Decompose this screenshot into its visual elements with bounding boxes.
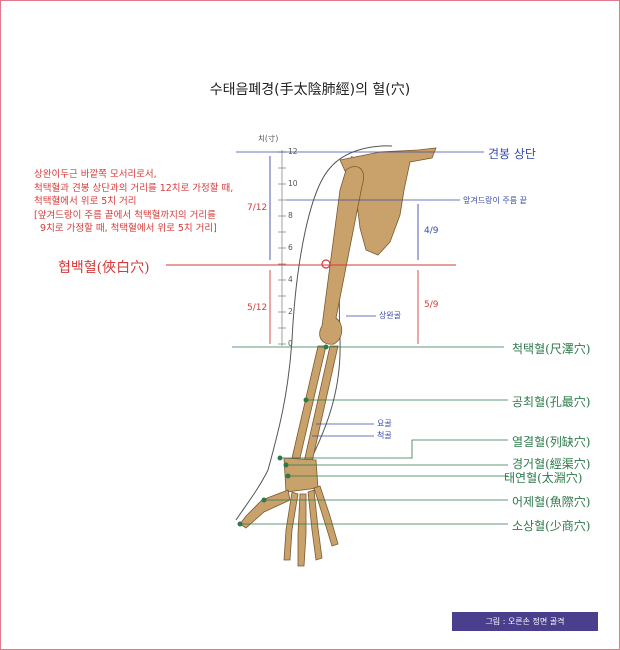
point-leaders [240,399,508,525]
humerus-bone [319,166,364,345]
bone-leaders [312,315,376,437]
ruler-tick-label: 6 [288,243,293,252]
acromion-label: 견봉 상단 [488,147,536,161]
measure-upper-blue: 4/9 [424,226,439,236]
ulna-label: 척골 [377,431,392,440]
scapula-bone [339,147,437,256]
acupoint-label-gyeonggeo: 경거혈(經渠穴) [512,457,591,471]
acupoint-markers [237,344,329,527]
acupoint-label-eoje: 어제혈(魚際穴) [512,495,591,509]
axilla-label: 앞겨드랑이 주름 끝 [463,196,527,205]
measure-arrows [269,156,419,344]
ruler-tick-label: 2 [288,307,293,316]
diagram-title: 수태음폐경(手太陰肺經)의 혈(穴) [209,82,411,98]
ruler-tick-label: 0 [288,339,293,348]
ruler-tick-label: 10 [288,179,298,188]
figure-caption: 그림 : 오른손 정면 골격 [452,612,598,631]
acupoint-label-sosang: 소상혈(少商穴) [512,519,591,533]
measure-lower-red-right: 5/9 [424,300,439,310]
acupoint-label-taeyeon: 태연혈(太淵穴) [504,471,583,485]
ruler-ticks [278,151,286,345]
humerus-label: 상완골 [379,311,402,320]
acupoint-label-cheoktaek: 척택혈(尺澤穴) [512,342,591,356]
hyeobbaek-marker [321,259,331,269]
ruler-tick-label: 4 [288,275,293,284]
acupoint-label-yeolgyeol: 열결혈(列缺穴) [512,435,591,449]
hyeobbaek-label: 협백혈(俠白穴) [58,260,150,276]
radius-label: 요골 [377,419,392,428]
measure-upper-red: 7/12 [247,203,268,213]
ruler-tick-label: 12 [288,147,298,156]
hand-bones [239,485,339,567]
ruler-tick-label: 8 [288,211,293,220]
location-note: 상완이두근 바깥쪽 모서리로서, 척택혈과 견봉 상단과의 거리를 12치로 가… [34,169,234,235]
shoulder-outline [329,145,393,169]
acupoint-label-gongchoe: 공최혈(孔最穴) [512,395,591,409]
measure-lower-red: 5/12 [247,303,268,313]
ruler-unit-label: 치(寸) [258,134,279,143]
